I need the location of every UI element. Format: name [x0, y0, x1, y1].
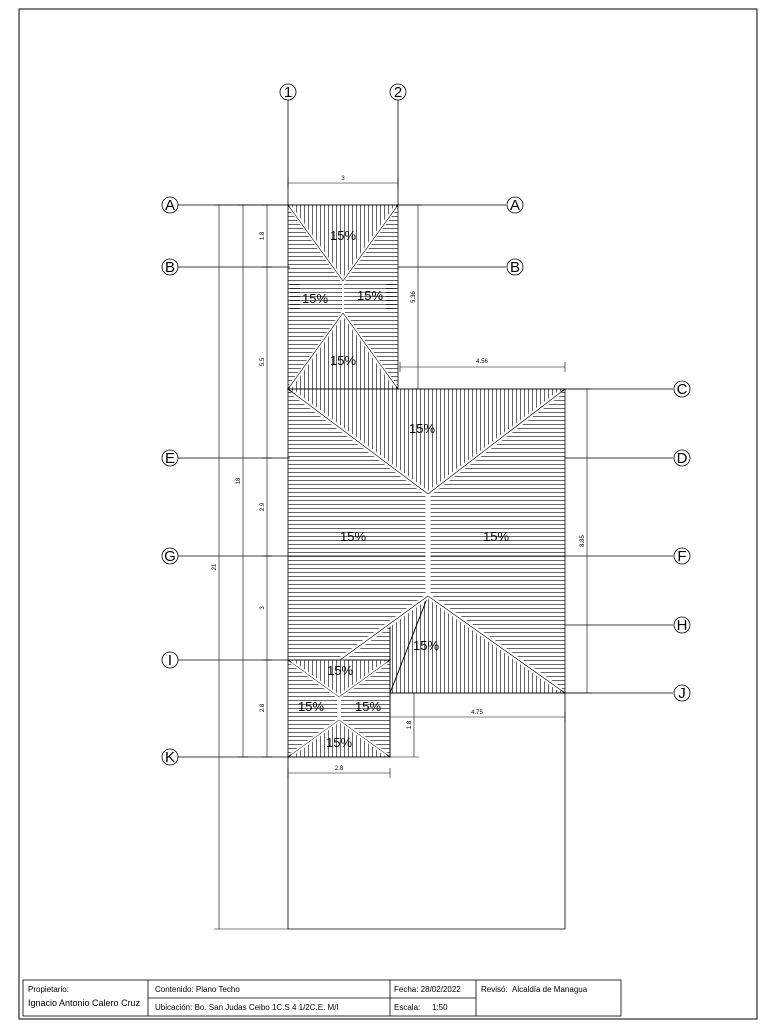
axis-bubble-row-A-left: A [161, 196, 179, 214]
dimension-labels: 3 21 18 1.8 5.5 2.9 3 2.8 5.36 4.56 8.85… [212, 176, 586, 772]
axis-bubble-col-1: 1 [279, 83, 297, 101]
scale-label: Escala: [394, 1003, 420, 1012]
svg-text:I: I [168, 652, 172, 669]
svg-text:1: 1 [284, 84, 292, 101]
svg-text:3: 3 [341, 176, 345, 182]
svg-text:8.85: 8.85 [580, 535, 586, 547]
title-block: Propietario: Ignacio Antonio Calero Cruz… [22, 979, 622, 1017]
axis-bubble-row-H-right: H [673, 616, 691, 634]
scale-value: 1:50 [432, 1003, 448, 1012]
svg-text:A: A [510, 197, 520, 214]
svg-text:2.9: 2.9 [260, 502, 266, 511]
reviewed-value: Alcaldía de Managua [512, 985, 588, 994]
svg-text:4.56: 4.56 [476, 359, 488, 365]
slope-label: 15% [357, 288, 383, 303]
axis-bubble-row-C-right: C [673, 380, 691, 398]
svg-text:F: F [677, 548, 686, 565]
svg-text:2: 2 [394, 84, 402, 101]
roof-main-body [286, 388, 567, 694]
svg-text:A: A [165, 197, 175, 214]
svg-text:C: C [677, 381, 688, 398]
svg-text:G: G [164, 548, 176, 565]
slope-label: 15% [302, 291, 328, 306]
building-outline-lower [287, 693, 566, 930]
slope-label: 15% [330, 228, 356, 243]
svg-text:21: 21 [212, 563, 218, 570]
svg-text:E: E [165, 450, 175, 467]
svg-text:2.8: 2.8 [260, 703, 266, 712]
slope-label: 15% [355, 699, 381, 714]
svg-text:B: B [510, 259, 520, 276]
axis-bubble-row-D-right: D [673, 449, 691, 467]
slope-label: 15% [326, 735, 352, 750]
slope-label: 15% [413, 638, 439, 653]
svg-text:4.75: 4.75 [471, 710, 483, 716]
svg-text:5.36: 5.36 [411, 291, 417, 303]
svg-text:2.8: 2.8 [335, 766, 344, 772]
roof-upper-wing [287, 203, 399, 391]
svg-text:J: J [678, 685, 686, 702]
svg-text:K: K [165, 749, 175, 766]
slope-label: 15% [327, 663, 353, 678]
owner-name: Ignacio Antonio Calero Cruz [28, 998, 141, 1008]
svg-text:1.8: 1.8 [407, 720, 413, 729]
dimension-lines [214, 178, 592, 930]
svg-text:3: 3 [260, 606, 266, 610]
owner-label: Propietario: [28, 985, 69, 994]
axis-bubble-col-2: 2 [389, 83, 407, 101]
slope-label: 15% [298, 699, 324, 714]
axis-bubble-row-G-left: G [161, 547, 179, 565]
svg-text:5.5: 5.5 [260, 357, 266, 366]
svg-text:18: 18 [236, 477, 242, 484]
axis-bubble-row-E-left: E [161, 449, 179, 467]
axis-bubble-row-B-right: B [506, 258, 524, 276]
slope-label: 15% [483, 529, 509, 544]
axis-bubble-row-I-left: I [161, 651, 179, 669]
svg-text:B: B [165, 259, 175, 276]
reviewed-label: Revisó: [481, 985, 508, 994]
svg-text:D: D [677, 450, 688, 467]
slope-label: 15% [340, 529, 366, 544]
slope-labels: 15% 15% 15% 15% 15% 15% 15% 15% 15% 15% … [298, 228, 509, 750]
axis-bubble-row-B-left: B [161, 258, 179, 276]
date-label: Fecha: 28/02/2022 [394, 985, 461, 994]
axis-bubble-row-J-right: J [673, 684, 691, 702]
sheet-border [18, 8, 758, 1020]
axis-bubble-row-A-right: A [506, 196, 524, 214]
content-label: Contenido: Plano Techo [155, 985, 240, 994]
axis-bubble-row-F-right: F [673, 547, 691, 565]
slope-label: 15% [330, 353, 356, 368]
slope-label: 15% [409, 421, 435, 436]
axis-bubble-row-K-left: K [161, 748, 179, 766]
roof-lower-wing [286, 659, 392, 758]
svg-text:H: H [677, 617, 688, 634]
location-label: Ubicación: Bo. San Judas Ceibo 1C.S 4 1/… [155, 1003, 339, 1012]
svg-text:1.8: 1.8 [260, 231, 266, 240]
